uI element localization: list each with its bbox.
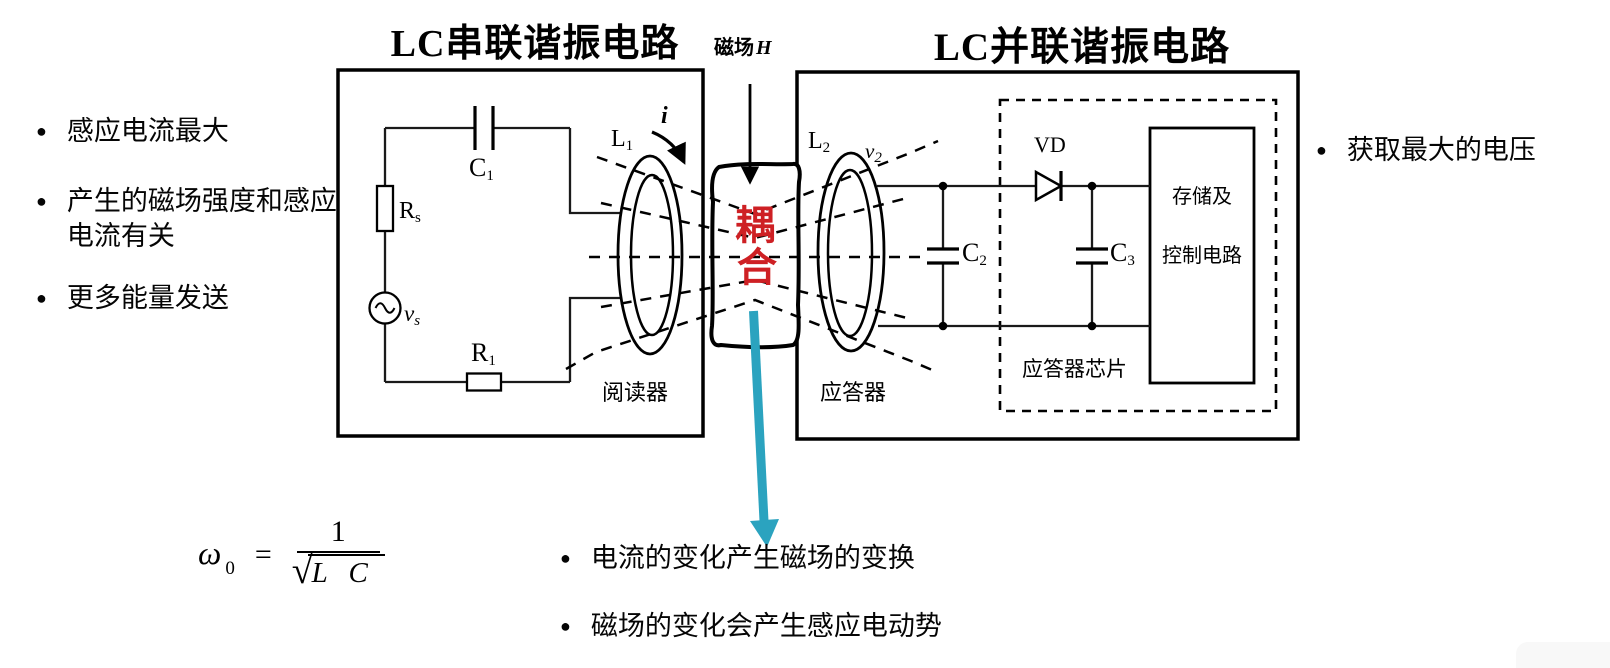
junction-dots <box>938 181 1097 331</box>
capacitor-c1-label: C1 <box>469 153 494 184</box>
reader-caption: 阅读器 <box>602 380 669 405</box>
coil-l1 <box>616 154 684 356</box>
diode-symbol <box>1034 169 1064 203</box>
fraction-numerator: 1 <box>296 517 380 553</box>
control-box-line1: 存储及 <box>1172 186 1232 208</box>
title-series-circuit: LC串联谐振电路 <box>390 23 680 65</box>
transponder-wires <box>877 184 1150 328</box>
list-item: ● 产生的磁场强度和感应电流有关 <box>36 184 339 254</box>
list-item: ● 磁场的变化会产生感应电动势 <box>560 609 942 644</box>
resistor-rs-symbol <box>375 184 395 233</box>
current-i-label: i <box>661 103 668 129</box>
coupling-char-top: 耦 <box>735 204 775 248</box>
transponder-caption: 应答器 <box>820 380 887 405</box>
bullet-icon: ● <box>36 288 47 308</box>
current-arrow <box>651 130 686 165</box>
coupling-char-bottom: 合 <box>737 246 777 290</box>
list-item: ● 电流的变化产生磁场的变换 <box>560 541 915 576</box>
capacitor-c2-label: C2 <box>962 238 987 269</box>
diode-vd-label: VD <box>1034 132 1066 157</box>
ac-source-symbol <box>368 291 402 325</box>
equals-sign: = <box>254 537 272 571</box>
voltage-v2-label: v2 <box>865 139 882 166</box>
radical-sign: √ <box>291 550 313 592</box>
control-box-line2: 控制电路 <box>1162 245 1242 267</box>
magnetic-field-text: 磁场 <box>714 37 754 59</box>
coil-l2-label: L2 <box>808 128 831 156</box>
capacitor-c2-symbol <box>927 247 959 265</box>
capacitor-c3-label: C3 <box>1110 238 1135 269</box>
coupling-zone-sketch <box>709 161 802 350</box>
fraction-denominator: √ L C <box>291 550 385 592</box>
bullet-text: 电流的变化产生磁场的变换 <box>590 543 915 573</box>
chip-dashed-box <box>998 98 1278 413</box>
resistor-r1-symbol <box>465 372 503 392</box>
resistor-r1-label: R1 <box>471 338 496 369</box>
chip-caption: 应答器芯片 <box>1022 357 1127 381</box>
fraction: 1 √ L C <box>292 517 385 592</box>
capacitor-c3-symbol <box>1076 247 1108 265</box>
bullet-text: 感应电流最大 <box>66 116 229 146</box>
coil-l2 <box>816 151 886 353</box>
list-item: ● 获取最大的电压 <box>1316 133 1536 168</box>
bullet-text: 获取最大的电压 <box>1346 135 1536 165</box>
reader-box <box>336 68 705 438</box>
capacitor-c1-symbol <box>473 106 495 150</box>
bullet-icon: ● <box>36 121 47 141</box>
bullet-text: 产生的磁场强度和感应电流有关 <box>66 186 337 251</box>
field-lines <box>565 139 939 374</box>
coupling-arrow <box>749 310 779 547</box>
corner-decoration <box>1516 642 1610 668</box>
control-unit-box <box>1148 126 1256 385</box>
bullet-icon: ● <box>560 548 571 568</box>
reader-circuit-wires <box>383 126 621 384</box>
resistor-rs-label: Rs <box>399 198 421 226</box>
bullet-icon: ● <box>1316 140 1327 160</box>
bullet-text: 更多能量发送 <box>66 283 229 313</box>
bullet-icon: ● <box>36 191 47 211</box>
magnetic-field-symbol: H <box>756 37 772 59</box>
source-vs-label: vs <box>404 301 421 329</box>
radicand: L C <box>307 554 385 590</box>
title-parallel-circuit: LC并联谐振电路 <box>933 26 1231 69</box>
list-item: ● 更多能量发送 <box>36 281 229 316</box>
bullet-text: 磁场的变化会产生感应电动势 <box>590 611 942 641</box>
coil-l1-label: L1 <box>611 126 634 154</box>
list-item: ● 感应电流最大 <box>36 114 229 149</box>
bullet-icon: ● <box>560 616 571 636</box>
